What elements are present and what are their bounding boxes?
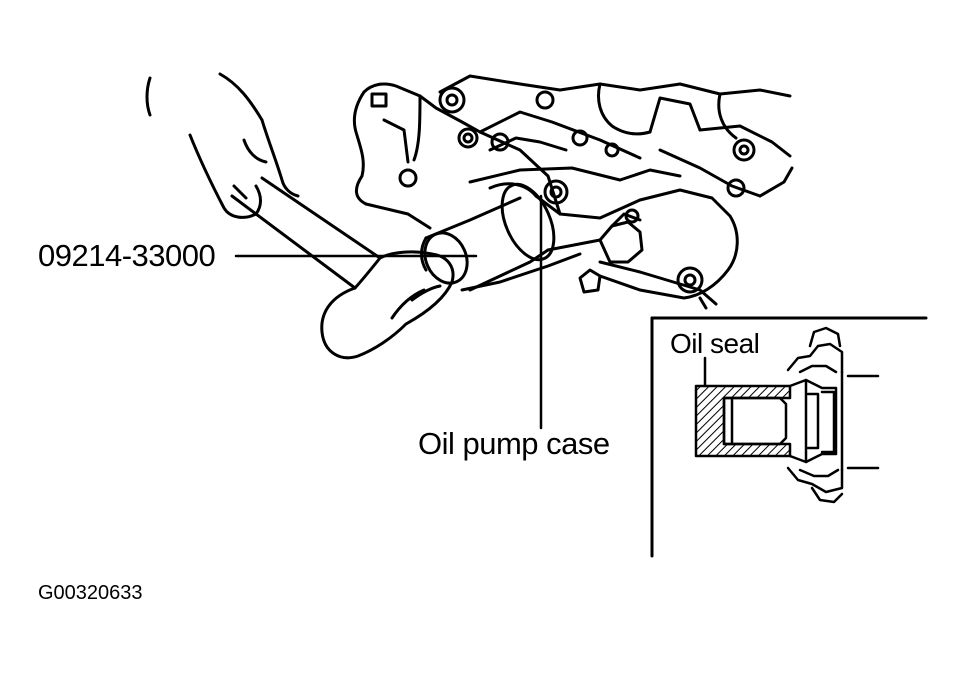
- tool-number-label: 09214-33000: [38, 238, 216, 273]
- oil-seal-inset: [650, 316, 928, 558]
- oil-seal-label: Oil seal: [670, 328, 760, 359]
- tool-handle-drawing: [230, 176, 455, 360]
- oil-seal-cross-section: [694, 326, 880, 504]
- leader-lines: [234, 194, 707, 430]
- figure-code: G00320633: [38, 582, 143, 604]
- oil-pump-case-label: Oil pump case: [418, 426, 610, 461]
- hand-drawing: [145, 72, 300, 219]
- engine-block-drawing: [352, 74, 794, 310]
- tool-shaft-drawing: [420, 182, 556, 292]
